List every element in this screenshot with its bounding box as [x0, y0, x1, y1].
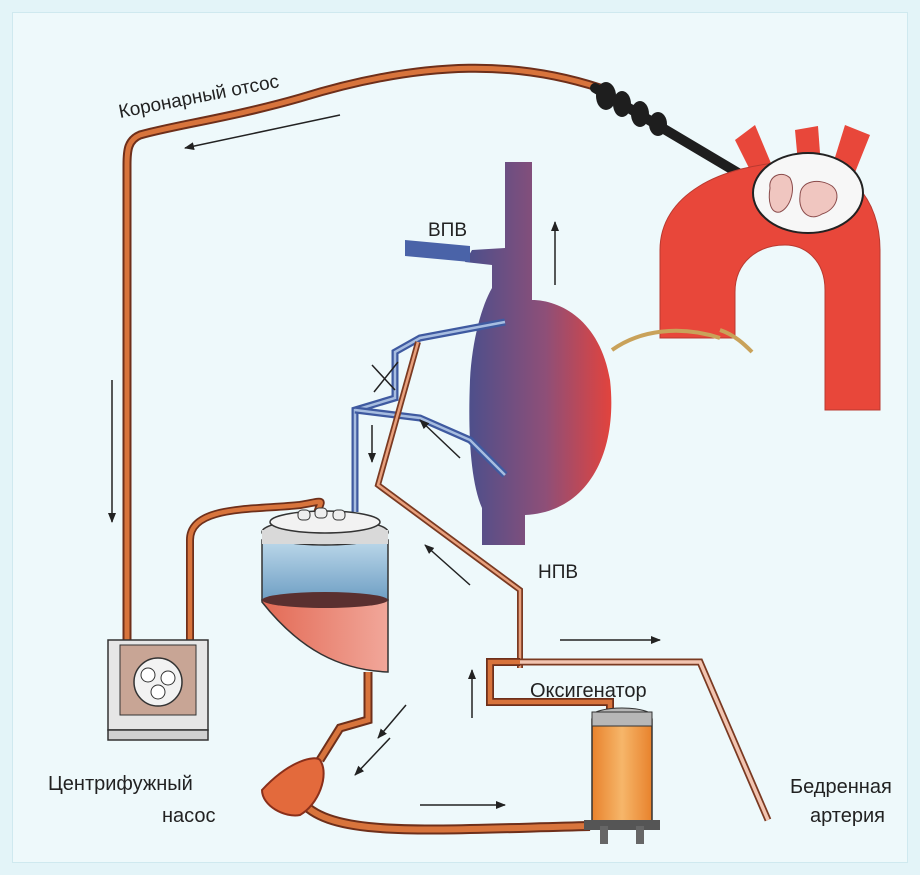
oxygenator-device: [584, 708, 660, 844]
arrow-to-pump: [355, 738, 390, 775]
label-ivc: НПВ: [538, 562, 578, 583]
label-artery-line1: Бедренная: [790, 776, 892, 798]
label-pump-line2: насос: [162, 805, 216, 827]
aortic-arch: [612, 125, 880, 410]
label-oxygenator: Оксигенатор: [530, 680, 647, 702]
arrow-reservoir-out: [378, 705, 406, 738]
label-artery-line2: артерия: [810, 805, 885, 827]
suction-cannula: [595, 82, 750, 180]
venous-reservoir: [262, 508, 388, 672]
label-svc: ВПВ: [428, 220, 467, 241]
roller-pump: [108, 640, 208, 740]
label-coronary-suction: Коронарный отсос: [117, 71, 281, 123]
label-pump-line1: Центрифужный: [48, 773, 193, 795]
